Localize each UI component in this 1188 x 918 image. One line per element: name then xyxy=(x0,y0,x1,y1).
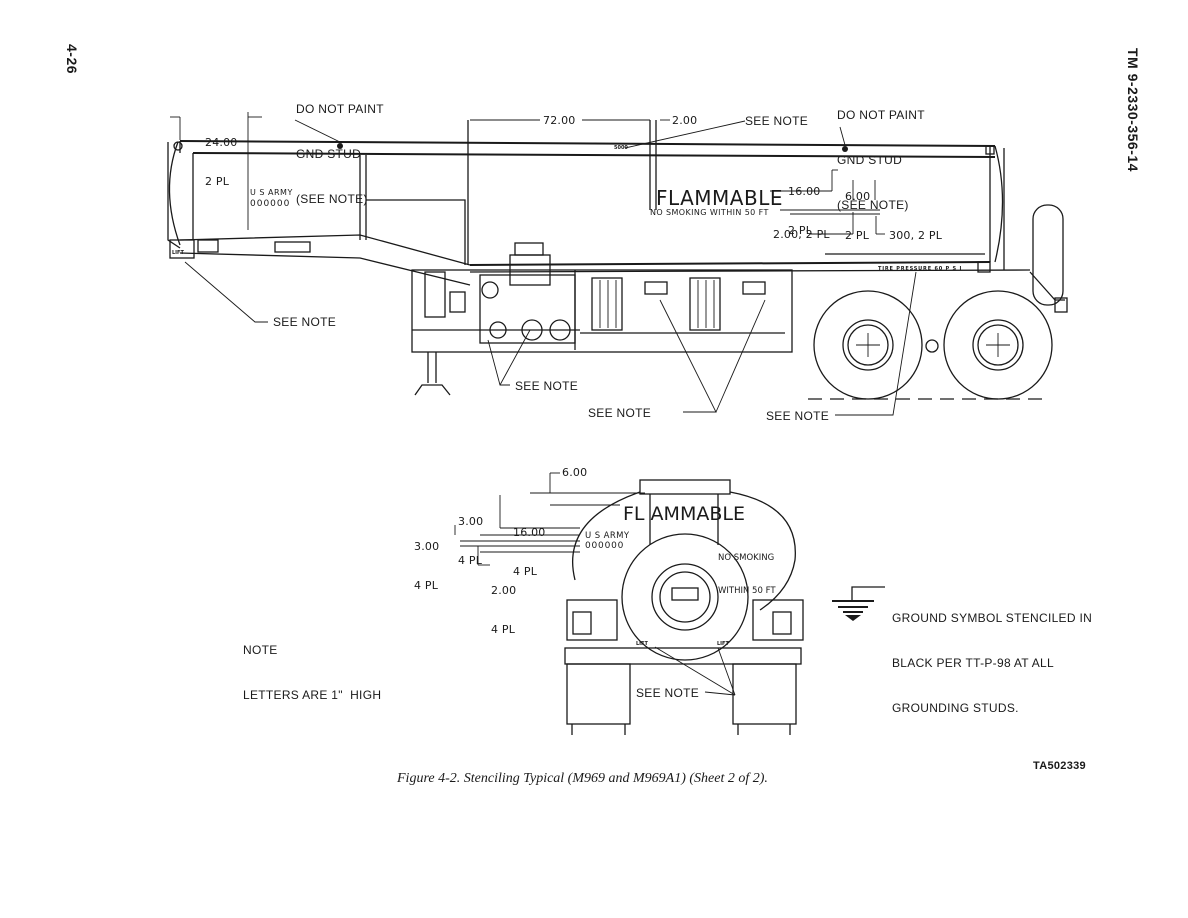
dimension-72: 72.00 xyxy=(543,114,576,127)
rear-dim-3b-qty: 4 PL xyxy=(414,579,439,592)
lift-stencil-side: LIFT xyxy=(172,250,184,256)
rear-no-smoking-line2: WITHIN 50 FT xyxy=(718,586,776,596)
gnd-stud-right-line1: DO NOT PAINT xyxy=(837,108,925,122)
manual-id: TM 9-2330-356-14 xyxy=(1125,48,1141,172)
gnd-stud-left-line2: GND STUD xyxy=(296,147,362,161)
dimension-3-2pl: 300, 2 PL xyxy=(889,229,943,242)
rear-no-smoking-stencil: NO SMOKING WITHIN 50 FT xyxy=(718,531,776,608)
gnd-stud-left-line3: (SEE NOTE) xyxy=(296,192,368,206)
legend-line3: GROUNDING STUDS. xyxy=(892,701,1019,715)
note-block: NOTE LETTERS ARE 1" HIGH xyxy=(243,613,381,718)
rear-flammable-stencil: FL AMMABLE xyxy=(623,503,745,525)
dimension-16: 16.00 2 PL xyxy=(788,159,821,250)
legend-line1: GROUND SYMBOL STENCILED IN xyxy=(892,611,1093,625)
dim-6-qty: 2 PL xyxy=(845,229,870,242)
rear-lift-left: LIFT xyxy=(636,641,648,647)
see-note-reels: SEE NOTE xyxy=(588,406,652,420)
dimension-6: 6.00 2 PL xyxy=(845,164,870,255)
no-smoking-stencil: NO SMOKING WITHIN 50 FT xyxy=(650,208,769,217)
capacity-stencil: 5000 xyxy=(614,145,628,151)
ground-symbol-icon xyxy=(832,586,885,621)
rear-dim-2-qty: 4 PL xyxy=(491,623,516,636)
rear-dim-2-value: 2.00 xyxy=(491,584,517,597)
rear-dim-3a-qty: 4 PL xyxy=(458,554,483,567)
rear-dim-3a-value: 3.00 xyxy=(458,515,484,528)
note-text: LETTERS ARE 1" HIGH xyxy=(243,688,382,702)
legend-line2: BLACK PER TT-P-98 AT ALL xyxy=(892,656,1054,670)
rear-see-note: SEE NOTE xyxy=(636,686,700,700)
rear-no-smoking-line1: NO SMOKING xyxy=(718,553,775,563)
rear-lift-right: LIFT xyxy=(717,641,729,647)
page-number: 4-26 xyxy=(64,44,80,75)
us-army-stencil: U S ARMY xyxy=(250,188,293,197)
dim-24-value: 24.00 xyxy=(205,136,238,149)
flammable-stencil: FLAMMABLE xyxy=(656,186,783,210)
see-note-left: SEE NOTE xyxy=(273,315,337,329)
dimension-2: 2.00 xyxy=(672,114,698,127)
rear-registration-stencil: 000000 xyxy=(585,541,625,551)
gnd-stud-right-line3: (SEE NOTE) xyxy=(837,198,909,212)
see-note-top: SEE NOTE xyxy=(745,114,809,128)
rear-dim-3b-value: 3.00 xyxy=(414,540,440,553)
rear-dimension-16: 16.00 4 PL xyxy=(513,500,546,591)
dim-6-value: 6.00 xyxy=(845,190,871,203)
gnd-stud-note-right: DO NOT PAINT GND STUD (SEE NOTE) xyxy=(837,78,925,228)
side-view-trailer xyxy=(167,120,1068,400)
side-view-dimension-lines xyxy=(170,112,917,416)
rear-us-army-stencil: U S ARMY xyxy=(585,531,630,541)
tire-pressure-stencil: TIRE PRESSURE 60 P S I xyxy=(878,266,963,272)
gnd-stud-note-left: DO NOT PAINT GND STUD (SEE NOTE) xyxy=(296,72,384,222)
see-note-pump: SEE NOTE xyxy=(515,379,579,393)
art-id: TA502339 xyxy=(1033,760,1086,772)
rear-dim-16-qty: 4 PL xyxy=(513,565,538,578)
rear-dimension-6: 6.00 xyxy=(562,466,588,479)
dimension-2-2pl: 2.00, 2 PL xyxy=(773,228,830,241)
registration-stencil: 000000 xyxy=(250,199,291,209)
dim-16-value: 16.00 xyxy=(788,185,821,198)
rear-dimension-3a: 3.00 4 PL xyxy=(458,489,483,580)
rear-dimension-2: 2.00 4 PL xyxy=(491,558,516,649)
ground-symbol-legend: GROUND SYMBOL STENCILED IN BLACK PER TT-… xyxy=(892,581,1092,731)
rear-view-dimension-lines xyxy=(454,472,736,696)
note-title: NOTE xyxy=(243,643,278,657)
dim-16-qty: 2 PL xyxy=(788,224,813,237)
gnd-stud-right-line2: GND STUD xyxy=(837,153,903,167)
figure-caption: Figure 4-2. Stenciling Typical (M969 and… xyxy=(397,771,768,786)
rear-dim-16-value: 16.00 xyxy=(513,526,546,539)
dim-24-qty: 2 PL xyxy=(205,175,230,188)
gnd-stud-left-line1: DO NOT PAINT xyxy=(296,102,384,116)
dimension-24: 24.00 2 PL xyxy=(205,110,238,201)
rear-dimension-3b: 3.00 4 PL xyxy=(414,514,439,605)
see-note-axle: SEE NOTE xyxy=(766,409,830,423)
